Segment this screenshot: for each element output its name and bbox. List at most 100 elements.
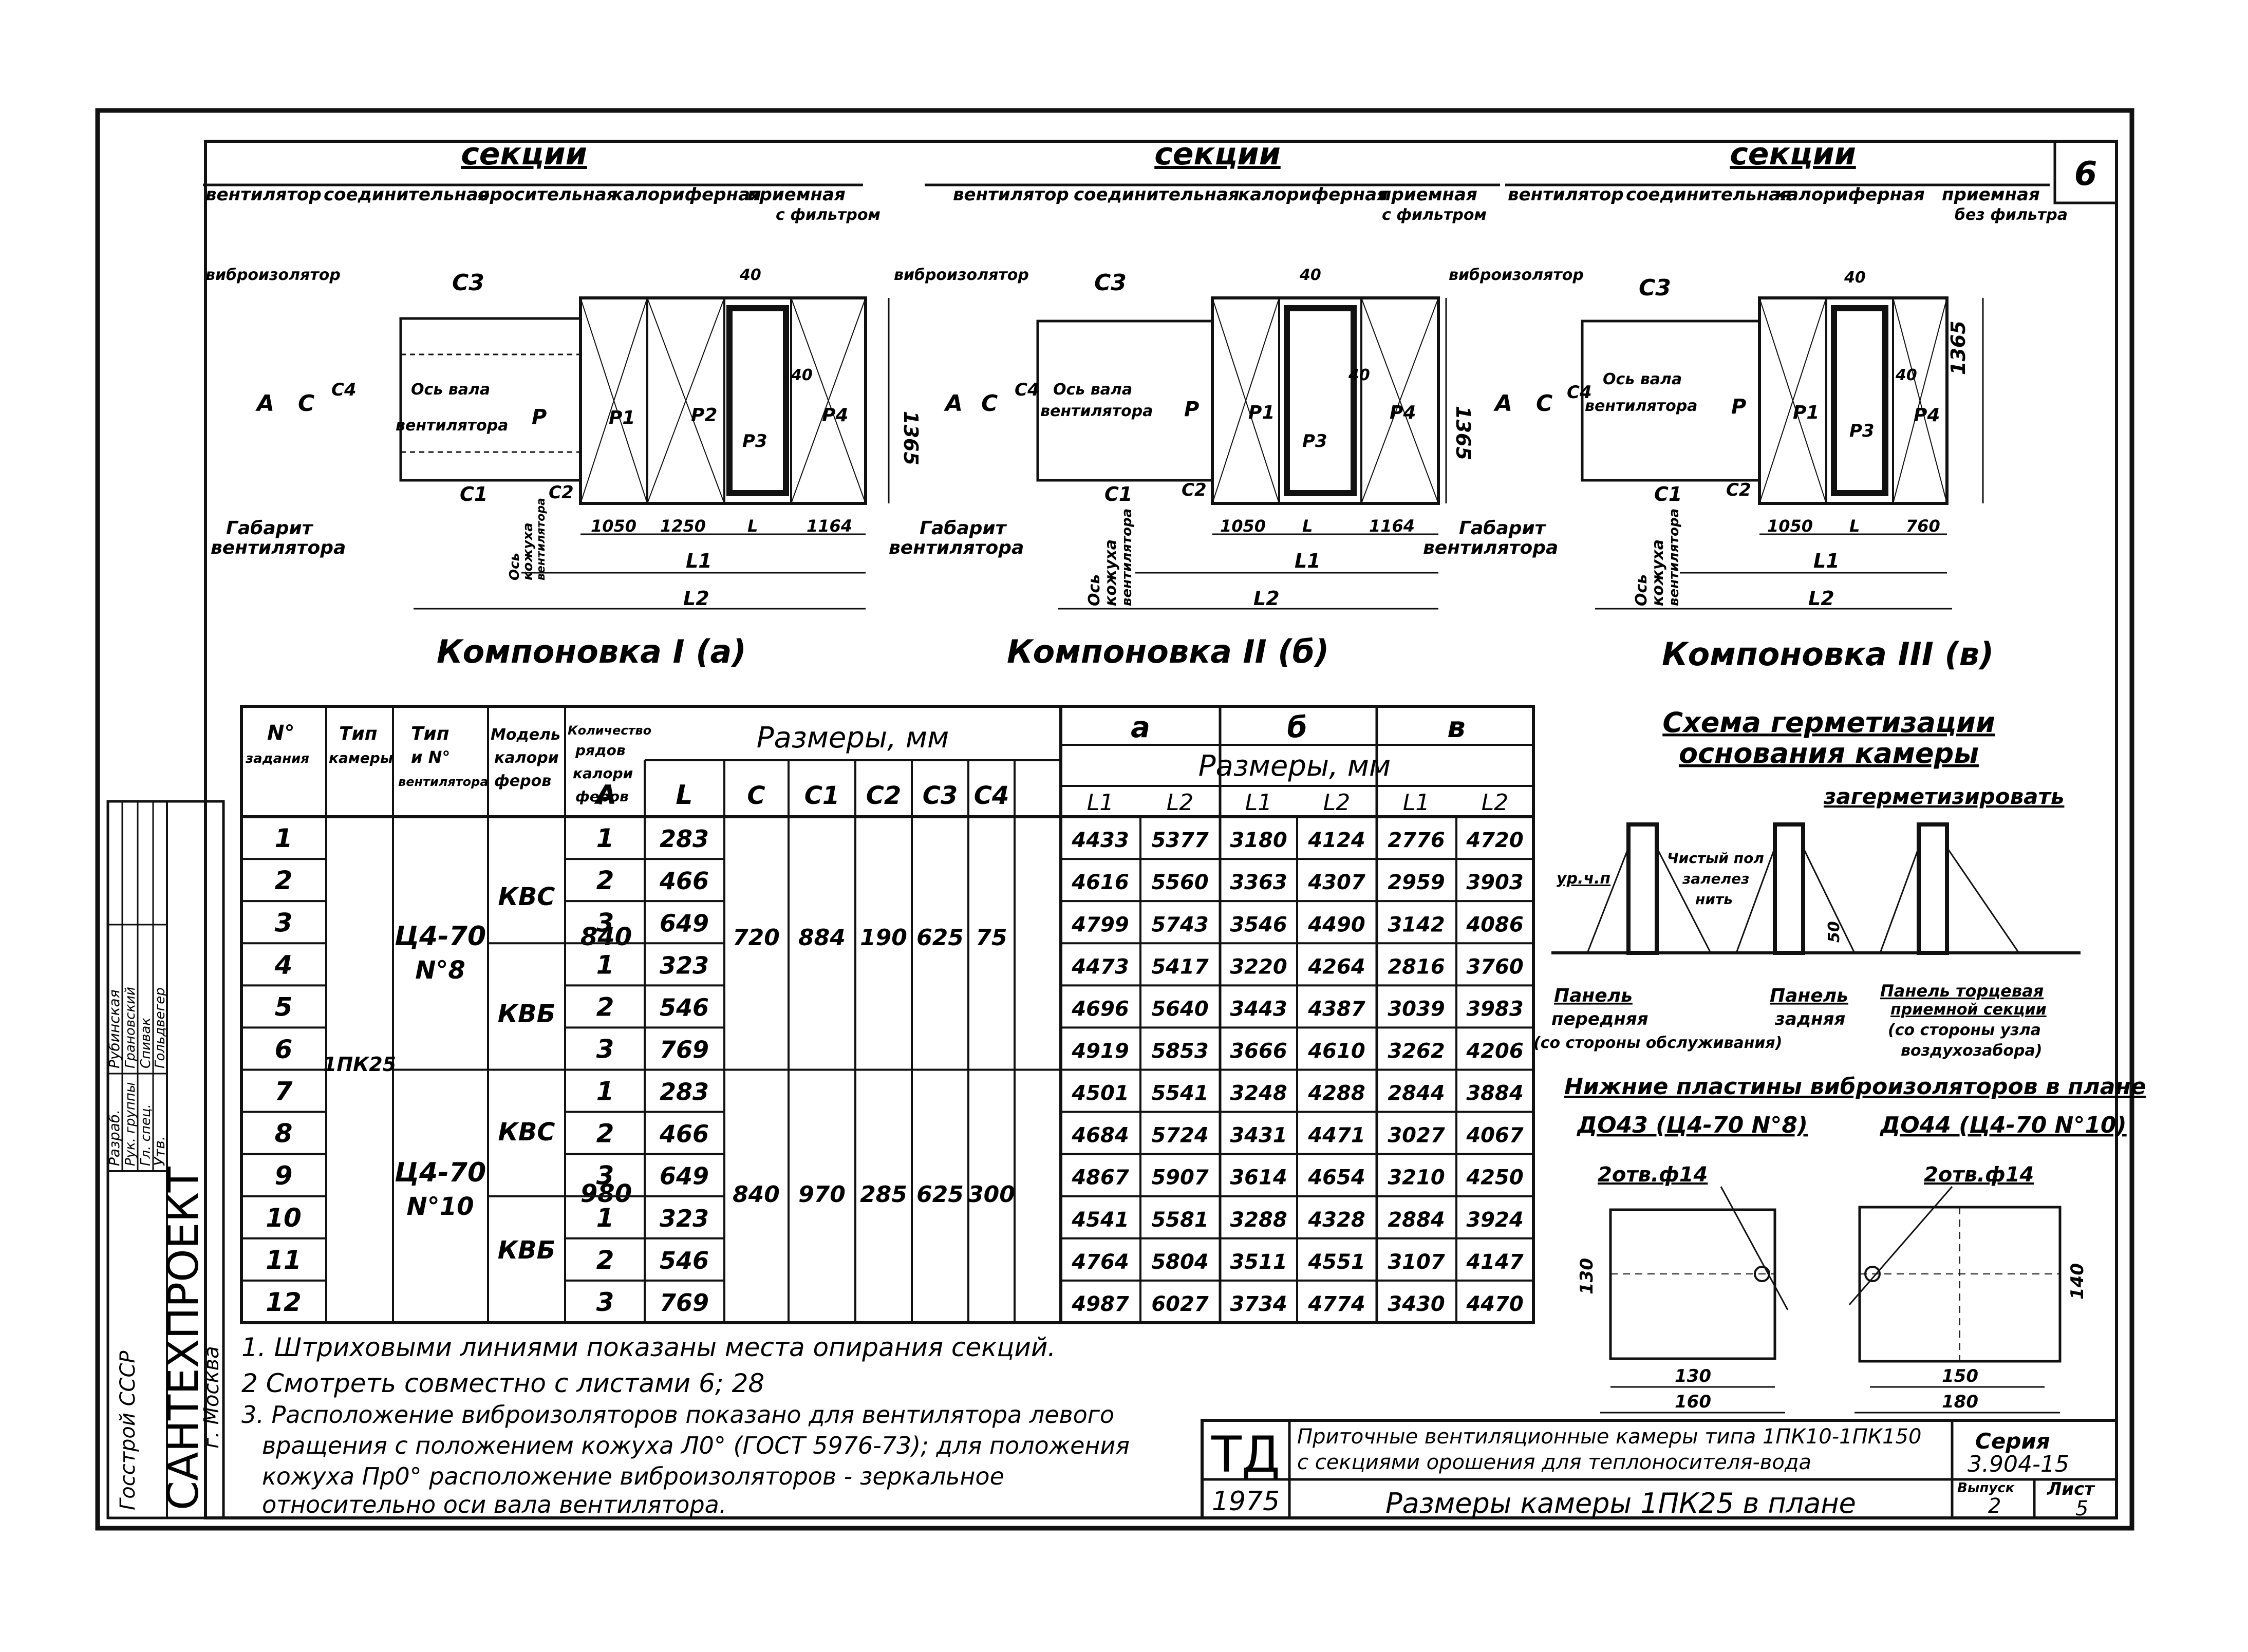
table-cell-a1: 4433 [1071, 829, 1129, 852]
l3-vibro: виброизолятор [1449, 266, 1584, 284]
cell-c2-2: 285 [860, 1181, 907, 1208]
l3-lbl-intake: приемная [1942, 184, 2040, 205]
seal-front-1: Панель [1554, 985, 1633, 1006]
plate-left-holes: 2отв.ф14 [1598, 1163, 1708, 1187]
l2-c3: C3 [1094, 270, 1127, 296]
table-cell-rows: 2 [596, 866, 614, 895]
stamp-sheet-label: Лист [2047, 1479, 2095, 1499]
table-cell-a2: 5640 [1151, 997, 1208, 1021]
l2-lbl-heater: калориферная [1238, 184, 1388, 205]
l1-lbl-filter: с фильтром [776, 206, 881, 224]
stamp-issue: 2 [1988, 1494, 2001, 1518]
l2-1164: 1164 [1369, 516, 1415, 536]
cell-c1-1: 884 [798, 925, 846, 951]
side-role-1: Разраб. [106, 1110, 123, 1166]
table-cell-b1: 3220 [1230, 955, 1287, 979]
table-cell-a2: 5417 [1151, 955, 1208, 979]
hdr-C1: C1 [804, 781, 840, 810]
plate-left-w2: 160 [1675, 1392, 1711, 1412]
stamp-issue-label: Выпуск [1957, 1480, 2015, 1496]
table-cell-v2: 3983 [1466, 997, 1523, 1021]
stamp-series: 3.904-15 [1968, 1451, 2069, 1477]
hdr-C: C [747, 781, 765, 810]
hdr-L: L [676, 780, 692, 811]
table-cell-b1: 3363 [1230, 871, 1287, 894]
side-name-3: Спивак [138, 1018, 154, 1068]
l3-c3: C3 [1639, 275, 1671, 301]
layout-2: секции вентилятор соединительная калориф… [889, 136, 1500, 670]
seal-end-4: воздухозабора) [1901, 1042, 2042, 1060]
stamp-sheet: 5 [2075, 1497, 2088, 1520]
cell-c3-1: 625 [916, 925, 964, 951]
table-cell-v1: 2884 [1388, 1208, 1445, 1232]
table-cell-a1: 4541 [1071, 1208, 1129, 1232]
seal-front-2: передняя [1551, 1009, 1648, 1029]
table-cell-a1: 4696 [1071, 997, 1129, 1021]
note-5: кожуха Пр0° расположение виброизоляторов… [262, 1462, 1004, 1490]
table-cell-v1: 3430 [1388, 1292, 1445, 1316]
notes: 1. Штриховыми линиями показаны места опи… [241, 1332, 1130, 1518]
table-cell-rows: 2 [596, 1119, 614, 1149]
table-cell-L: 323 [660, 951, 709, 979]
l1-p4: P4 [822, 405, 848, 426]
cell-camera-type: 1ПК25 [323, 1053, 396, 1076]
table-cell-rows: 3 [596, 908, 614, 937]
note-3: 3. Расположение виброизоляторов показано… [241, 1401, 1114, 1429]
l1-l: L [747, 516, 758, 536]
layout-1-caption: Компоновка I (а) [437, 633, 746, 670]
l2-p4: P4 [1390, 402, 1416, 423]
l1-lbl-spray: оросительная [478, 184, 617, 205]
table-cell-L: 283 [660, 825, 709, 853]
table-cell-rows: 1 [596, 823, 614, 853]
l3-lbl-filter: без фильтра [1955, 206, 2068, 224]
title-block: ТД 1975 Приточные вентиляционные камеры … [1201, 1419, 2118, 1520]
table-cell-b1: 3180 [1230, 829, 1287, 852]
plate-right-w1: 150 [1942, 1366, 1978, 1386]
hdr-dims-title: Размеры, мм [757, 721, 949, 755]
inner-frame [204, 140, 2118, 1519]
layout-3-caption: Компоновка III (в) [1662, 635, 1994, 673]
table-cell-a2: 5804 [1151, 1250, 1208, 1274]
layout-3-sections-title: секции [1730, 136, 1856, 172]
l3-gab2: вентилятора [1423, 537, 1558, 558]
cell-a-2: 980 [580, 1179, 632, 1208]
hdr-group-v: в [1447, 711, 1465, 744]
table-cell-a1: 4501 [1071, 1082, 1129, 1105]
seal-title-2: основания камеры [1679, 737, 1979, 769]
table-cell-a1: 4616 [1071, 871, 1129, 894]
hdr-model-2: калори [494, 749, 559, 767]
table-cell-b2: 4307 [1307, 871, 1365, 894]
seal-end-3: (со стороны узла [1888, 1021, 2041, 1039]
plate-right-h: 140 [2067, 1263, 2088, 1300]
l1-40b: 40 [791, 366, 813, 384]
seal-50: 50 [1825, 921, 1843, 943]
l2-shaft2: вентилятора [1040, 402, 1153, 420]
l1-p2: P2 [691, 405, 717, 426]
table-cell-n: 11 [266, 1245, 302, 1275]
table-cell-rows: 1 [596, 950, 614, 980]
table-cell-v1: 2776 [1388, 829, 1445, 852]
l2-shaft1: Ось вала [1053, 381, 1132, 399]
cell-c3-2: 625 [916, 1181, 964, 1208]
note-6: относительно оси вала вентилятора. [262, 1491, 726, 1518]
table-cell-b2: 4264 [1307, 955, 1365, 979]
l1-lbl-intake: приемная [747, 184, 846, 205]
table-cell-v1: 3039 [1388, 997, 1445, 1021]
side-org-1: Госстрой СССР [116, 1350, 140, 1510]
table-cell-rows: 2 [596, 1245, 614, 1275]
plate-left-name: ДО43 (Ц4-70 N°8) [1576, 1112, 1808, 1138]
table-cell-v1: 2959 [1388, 871, 1445, 894]
l3-a: A [1493, 390, 1512, 417]
l3-1365: 1365 [1947, 321, 1970, 375]
l2-a: A [944, 390, 963, 417]
table-cell-n: 5 [275, 992, 293, 1022]
seal-back-1: Панель [1770, 985, 1848, 1006]
l2-l: L [1302, 516, 1313, 536]
table-cell-L: 546 [660, 993, 709, 1021]
table-cell-b1: 3288 [1230, 1208, 1287, 1232]
side-stamp: Госстрой СССР САНТЕХПРОЕКТ г. Москва Раз… [106, 800, 225, 1519]
table-cell-n: 2 [275, 866, 293, 895]
l1-cone3: вентилятора [535, 498, 548, 580]
table-cell-b1: 3734 [1230, 1292, 1287, 1316]
layout-3: секции вентилятор соединительная калориф… [1423, 136, 2068, 673]
